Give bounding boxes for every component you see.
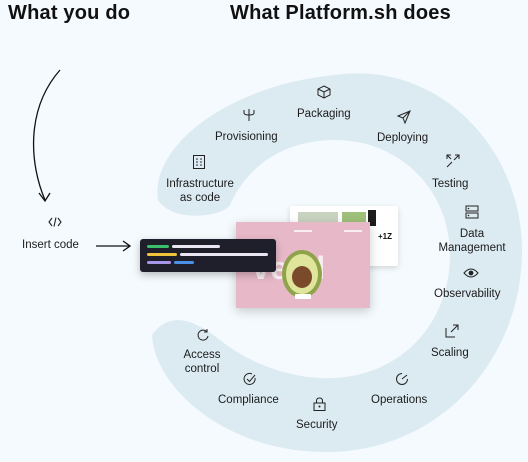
check-circle-icon bbox=[243, 372, 257, 386]
step-infrastructure-as-code: Infrastructure as code bbox=[166, 178, 234, 204]
step-provisioning: Provisioning bbox=[215, 131, 278, 143]
step-deploying: Deploying bbox=[377, 132, 429, 144]
lock-icon bbox=[313, 397, 326, 411]
code-icon bbox=[48, 217, 62, 227]
paper-plane-icon bbox=[397, 110, 411, 124]
step-security: Security bbox=[296, 419, 338, 431]
step-testing: Testing bbox=[432, 178, 469, 190]
step-packaging: Packaging bbox=[297, 108, 351, 120]
step-data-management: Data Management bbox=[438, 228, 506, 254]
insert-code-label: Insert code bbox=[22, 239, 79, 251]
step-operations: Operations bbox=[371, 394, 428, 406]
database-icon bbox=[465, 205, 479, 219]
step-scaling: Scaling bbox=[431, 347, 469, 359]
step-access-control: Access control bbox=[183, 349, 221, 375]
what-you-do-heading: What you do bbox=[8, 2, 131, 24]
server-rack-icon bbox=[193, 155, 205, 169]
refresh-icon bbox=[196, 328, 210, 342]
what-platform-does-heading: What Platform.sh does bbox=[230, 2, 451, 24]
avocado-image bbox=[282, 250, 322, 298]
fork-icon bbox=[242, 108, 256, 122]
flow-arrow-curve-head bbox=[38, 192, 51, 203]
expand-icon bbox=[445, 324, 459, 338]
flow-arrow-curve bbox=[32, 69, 61, 201]
mini-card-text: +1Z bbox=[378, 232, 393, 241]
platform-ring bbox=[152, 73, 522, 453]
eye-icon bbox=[463, 267, 479, 279]
arrows-out-icon bbox=[446, 154, 460, 168]
step-compliance: Compliance bbox=[218, 394, 279, 406]
code-editor-card bbox=[140, 239, 276, 272]
gauge-icon bbox=[395, 372, 409, 386]
box-icon bbox=[317, 85, 331, 99]
step-observability: Observability bbox=[434, 288, 501, 300]
insert-arrow-head bbox=[122, 240, 132, 252]
